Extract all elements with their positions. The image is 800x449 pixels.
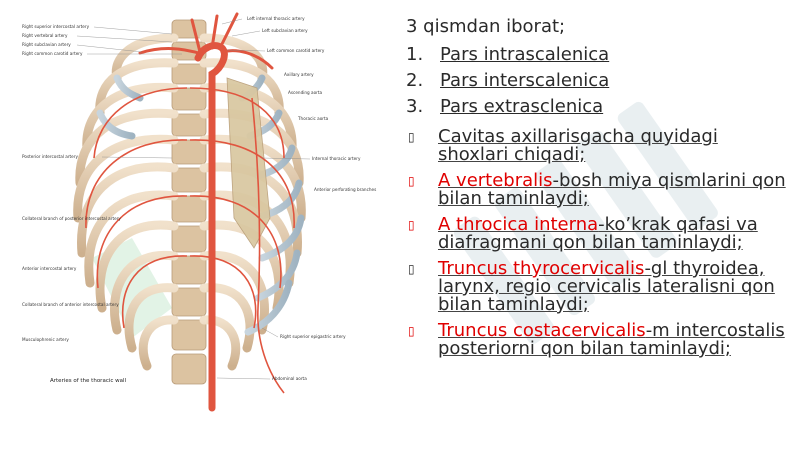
bullet-item-2: ▯ A vertebralis-bosh miya qismlarini qon… — [406, 172, 791, 208]
label-axillary: Axillary artery — [284, 72, 314, 77]
bullet-text: A vertebralis-bosh miya qismlarini qon b… — [438, 170, 786, 209]
label-internal-thoracic: Internal thoracic artery — [312, 156, 361, 161]
bullet-icon: ▯ — [408, 262, 415, 276]
bullet-item-1: ▯ Cavitas axillarisgacha quyidagi shoxla… — [406, 128, 791, 164]
figure-labels-right: Left internal thoracic artery Left subcl… — [247, 16, 376, 381]
label-anterior-perforating: Anterior perforating branches — [314, 187, 376, 192]
numbered-item-1: 1. Pars intrascalenica — [406, 42, 791, 68]
label-right-vertebral: Right vertebral artery — [22, 33, 68, 38]
bullet-icon: ▯ — [408, 218, 415, 232]
aortic-arch-branches — [138, 12, 274, 70]
label-left-common-carotid: Left common carotid artery — [267, 48, 325, 53]
thoracic-arteries-illustration: Right superior intercostal artery Right … — [22, 8, 387, 413]
numbered-item-2: 2. Pars interscalenica — [406, 68, 791, 94]
label-posterior-intercostal: Posterior intercostal artery — [22, 154, 78, 159]
figure-caption: Arteries of the thoracic wall — [50, 378, 127, 384]
bullet-item-4: ▯ Truncus thyrocervicalis-gl thyroidea, … — [406, 260, 791, 314]
intro-line: 3 qismdan iborat; — [406, 16, 566, 37]
item-text: Pars intrascalenica — [440, 44, 610, 65]
label-left-internal-thoracic: Left internal thoracic artery — [247, 16, 305, 21]
bullet-icon: ▯ — [408, 130, 415, 144]
item-number: 2. — [406, 70, 424, 91]
item-number: 1. — [406, 44, 424, 65]
vertebral-column — [171, 19, 207, 385]
item-number: 3. — [406, 96, 424, 117]
label-musculophrenic: Musculophrenic artery — [22, 337, 69, 342]
bullet-text: A throcica interna-ko’krak qafasi va dia… — [438, 214, 758, 253]
bullet-item-5: ▯ Truncus costacervicalis-m intercostali… — [406, 322, 791, 358]
thoracic-aorta — [194, 42, 228, 412]
bullet-icon: ▯ — [408, 324, 415, 338]
bullet-icon: ▯ — [408, 174, 415, 188]
label-ascending-aorta: Ascending aorta — [288, 90, 323, 95]
label-abdominal-aorta: Abdominal aorta — [272, 376, 307, 381]
item-text: Pars extrasclenica — [440, 96, 604, 117]
label-collateral-anterior: Collateral branch of anterior intercosta… — [22, 302, 119, 307]
item-text: Pars interscalenica — [440, 70, 610, 91]
numbered-item-3: 3. Pars extrasclenica — [406, 94, 791, 120]
label-anterior-intercostal: Anterior intercostal artery — [22, 266, 77, 271]
label-collateral-posterior: Collateral branch of posterior intercost… — [22, 216, 121, 221]
label-right-subclavian: Right subclavian artery — [22, 42, 71, 47]
bullet-text: Truncus thyrocervicalis-gl thyroidea, la… — [438, 258, 775, 315]
label-thoracic-aorta: Thoracic aorta — [297, 116, 329, 121]
figure-labels-left: Right superior intercostal artery Right … — [22, 24, 121, 342]
bullet-item-3: ▯ A throcica interna-ko’krak qafasi va d… — [406, 216, 791, 252]
label-left-subclavian: Left subclavian artery — [262, 28, 308, 33]
content-text: 3 qismdan iborat; 1. Pars intrascalenica… — [406, 14, 791, 358]
intercostal-arteries — [85, 87, 295, 394]
bullet-text: Truncus costacervicalis-m intercostalis … — [438, 320, 785, 359]
label-right-superior-intercostal: Right superior intercostal artery — [22, 24, 90, 29]
bullet-text: Cavitas axillarisgacha quyidagi shoxlari… — [438, 126, 718, 165]
label-superior-epigastric: Right superior epigastric artery — [280, 334, 346, 339]
label-leader-lines — [76, 18, 311, 380]
label-right-common-carotid: Right common carotid artery — [22, 51, 83, 56]
